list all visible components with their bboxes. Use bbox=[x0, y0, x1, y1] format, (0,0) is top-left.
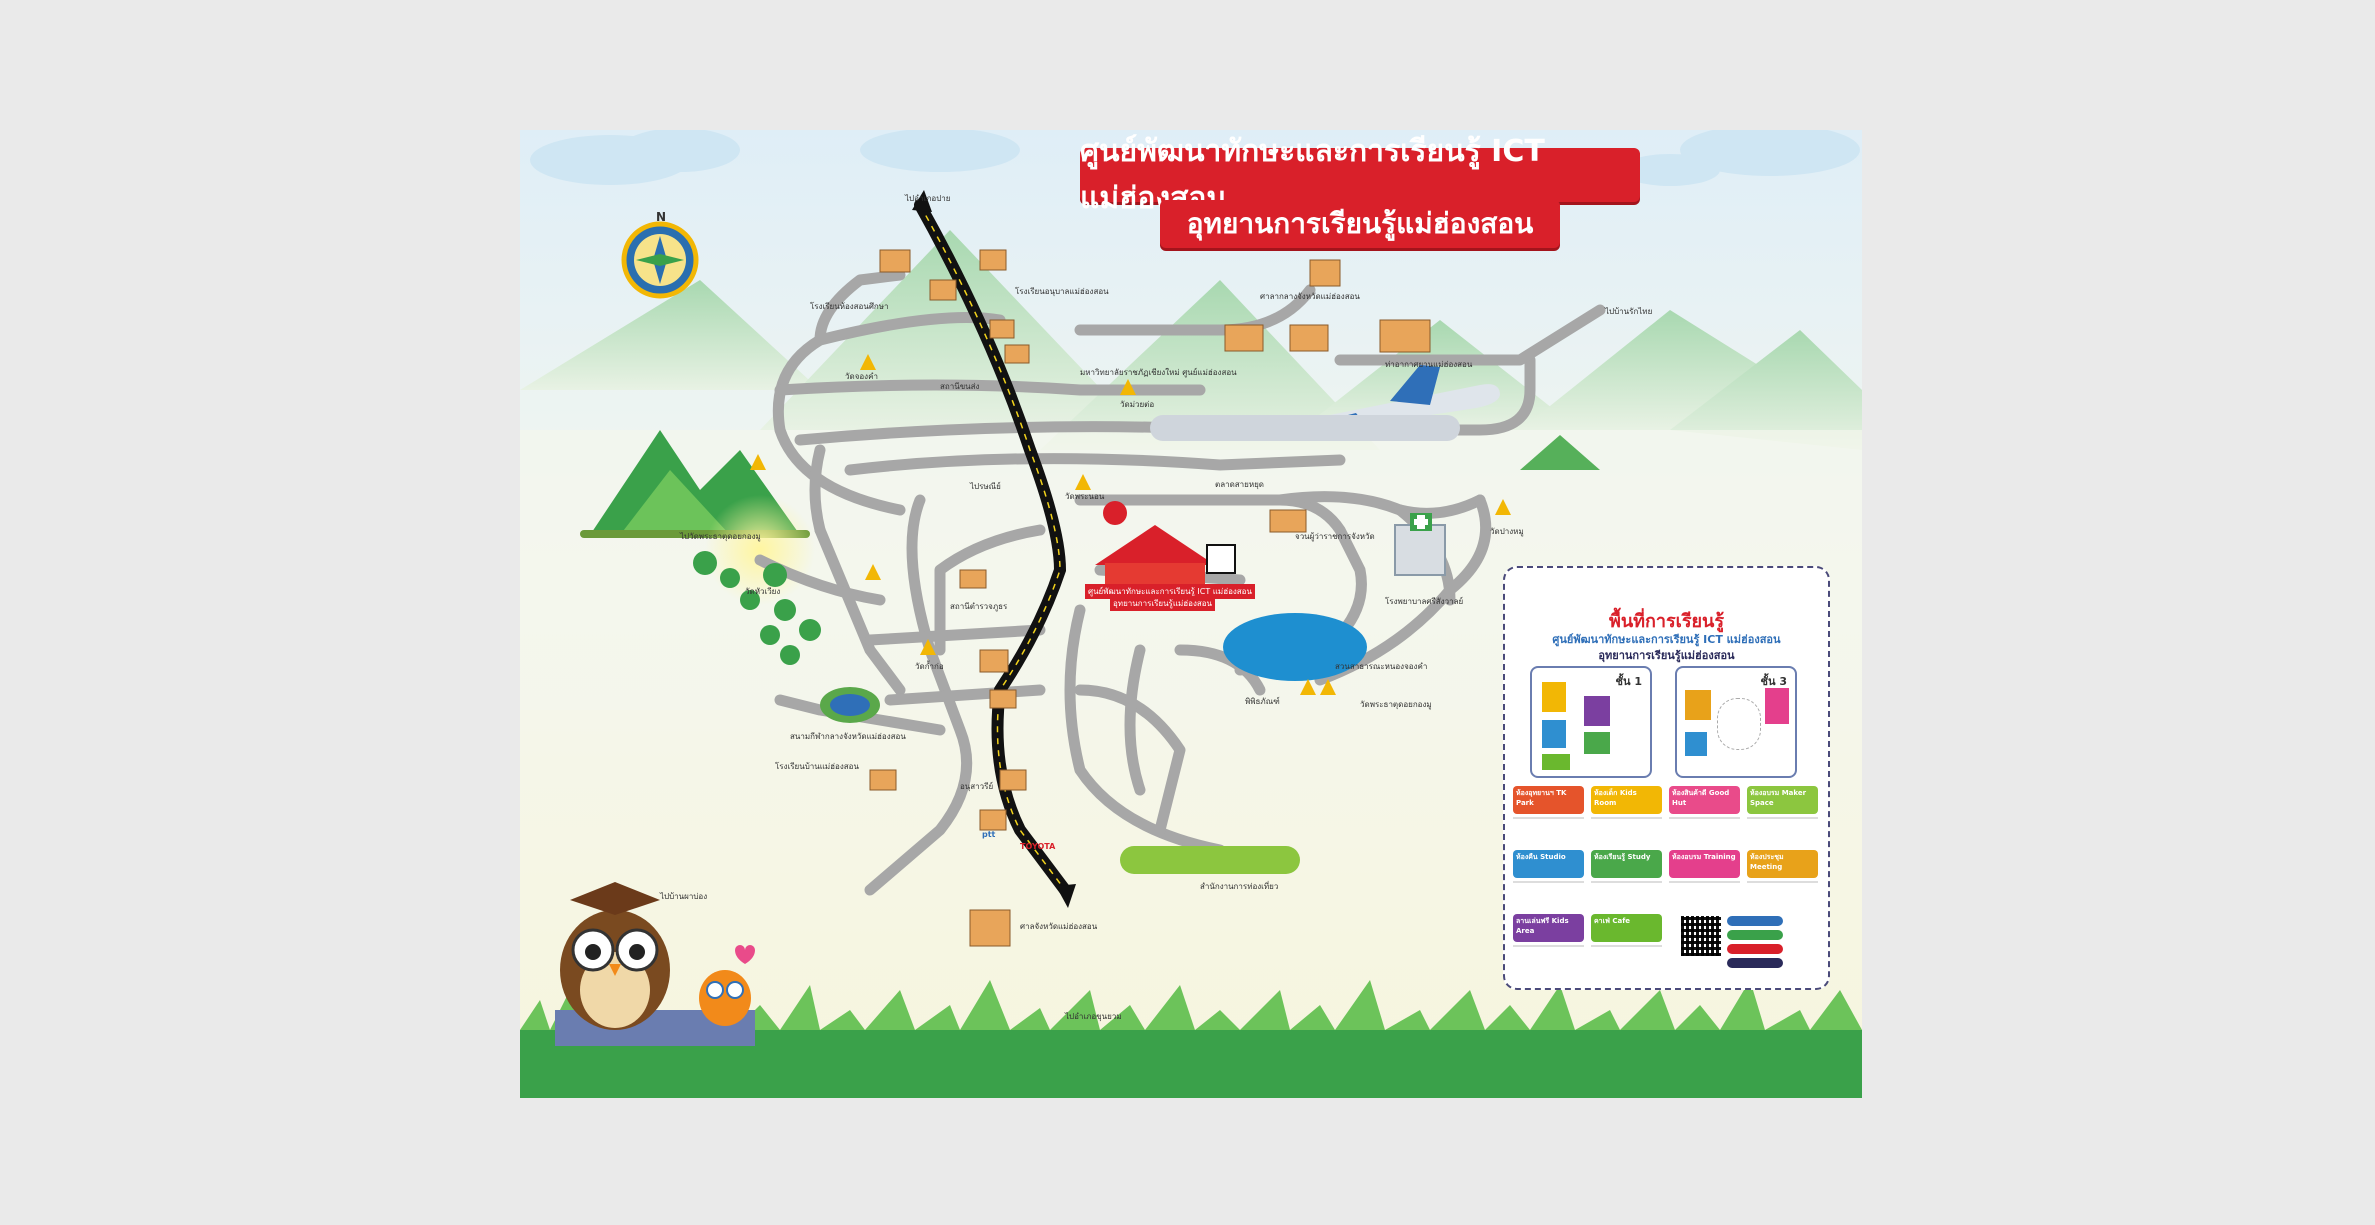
compass-north-label: N bbox=[656, 210, 667, 224]
temple-icons bbox=[750, 354, 1511, 695]
legend-heading: พื้นที่การเรียนรู้ bbox=[1608, 611, 1725, 632]
main-highway bbox=[912, 190, 1076, 908]
legend-tile: ห้องประชุม Meeting bbox=[1747, 850, 1818, 878]
label-temple7: วัดปางหมู bbox=[1490, 527, 1524, 536]
legend-tile-divider bbox=[1513, 881, 1584, 883]
label-school2: โรงเรียนอนุบาลแม่ฮ่องสอน bbox=[1015, 287, 1109, 296]
label-ptt: ptt bbox=[982, 830, 996, 839]
floor1-plan: ชั้น 1 bbox=[1530, 666, 1652, 778]
label-toyota: TOYOTA bbox=[1020, 842, 1056, 851]
owl-mascot bbox=[555, 882, 755, 1046]
label-residence: จวนผู้ว่าราชการจังหวัด bbox=[1295, 532, 1375, 541]
legend-tile: ห้องอบรม Maker Space bbox=[1747, 786, 1818, 814]
label-university: มหาวิทยาลัยราชภัฏเชียงใหม่ ศูนย์แม่ฮ่องส… bbox=[1080, 368, 1237, 377]
legend-tile-divider bbox=[1591, 881, 1662, 883]
label-airport: ท่าอากาศยานแม่ฮ่องสอน bbox=[1385, 360, 1473, 369]
legend-tile-divider bbox=[1669, 817, 1740, 819]
title-banner-line2: อุทยานการเรียนรู้แม่ฮ่องสอน bbox=[1160, 200, 1560, 248]
label-stadium: สนามกีฬากลางจังหวัดแม่ฮ่องสอน bbox=[790, 732, 906, 741]
hospital-building bbox=[1394, 513, 1446, 576]
legend-tile-divider bbox=[1747, 817, 1818, 819]
legend-tile-divider bbox=[1747, 881, 1818, 883]
label-temple1: วัดพระธาตุดอยกองมู bbox=[1360, 700, 1432, 709]
floor1-label: ชั้น 1 bbox=[1615, 675, 1642, 688]
label-temple4: วัดก้ำก่อ bbox=[915, 662, 944, 671]
clouds bbox=[530, 130, 1860, 186]
legend-subheading1: ศูนย์พัฒนาทักษะและการเรียนรู้ ICT แม่ฮ่อ… bbox=[1552, 633, 1781, 646]
social-youtube bbox=[1727, 944, 1783, 954]
legend-tile: คาเฟ่ Cafe bbox=[1591, 914, 1662, 942]
label-market: ตลาดสายหยุด bbox=[1215, 480, 1265, 489]
lake bbox=[1223, 613, 1367, 681]
legend-tile-divider bbox=[1513, 817, 1584, 819]
legend-tile-divider bbox=[1513, 945, 1584, 947]
legend-tile-divider bbox=[1591, 817, 1662, 819]
label-hospital: โรงพยาบาลศรีสังวาลย์ bbox=[1385, 597, 1464, 606]
label-center: ศูนย์พัฒนาทักษะและการเรียนรู้ ICT แม่ฮ่อ… bbox=[1085, 584, 1255, 599]
label-school1: โรงเรียนห้องสอนศึกษา bbox=[810, 302, 889, 311]
legend-tile: ห้องเรียนรู้ Study bbox=[1591, 850, 1662, 878]
legend-tile: ห้องอุทยานฯ TK Park bbox=[1513, 786, 1584, 814]
social-line bbox=[1727, 930, 1783, 940]
stadium bbox=[820, 687, 880, 723]
floor3-label: ชั้น 3 bbox=[1760, 675, 1787, 688]
grass bbox=[520, 980, 1862, 1098]
label-temple2: วัดจองคำ bbox=[845, 372, 878, 381]
social-website bbox=[1727, 958, 1783, 968]
label-school3: โรงเรียนบ้านแม่ฮ่องสอน bbox=[775, 762, 859, 771]
label-to-ban-pabong: ไปบ้านผาบ่อง bbox=[660, 892, 708, 901]
legend-tile: ห้องสินค้าดี Good Hut bbox=[1669, 786, 1740, 814]
label-courthouse: ศาลจังหวัดแม่ฮ่องสอน bbox=[1020, 922, 1098, 931]
right-hill bbox=[1520, 435, 1600, 470]
park bbox=[1120, 846, 1300, 874]
legend-tile: ห้องอบรม Training bbox=[1669, 850, 1740, 878]
legend-tile: ห้องคืน Studio bbox=[1513, 850, 1584, 878]
label-police: สถานีตำรวจภูธร bbox=[950, 602, 1008, 611]
legend-subheading2: อุทยานการเรียนรู้แม่ฮ่องสอน bbox=[1598, 649, 1735, 662]
buildings bbox=[869, 249, 1431, 947]
compass-rose bbox=[621, 221, 699, 299]
label-temple5: วัดพระนอน bbox=[1065, 492, 1105, 501]
label-to-doi-kongmu: ไปวัดพระธาตุดอยกองมู bbox=[680, 532, 761, 541]
legend-tile: ลานเล่นฟรี Kids Area bbox=[1513, 914, 1584, 942]
qr-code bbox=[1681, 916, 1721, 956]
legend-tile: ห้องเด็ก Kids Room bbox=[1591, 786, 1662, 814]
label-monument: อนุสาวรีย์ bbox=[960, 782, 994, 791]
label-temple6: วัดม่วยต่อ bbox=[1120, 400, 1155, 409]
label-museum: พิพิธภัณฑ์ bbox=[1245, 697, 1280, 706]
label-to-pai: ไปอำเภอปาย bbox=[905, 194, 951, 203]
label-lake: สวนสาธารณะหนองจองคำ bbox=[1335, 662, 1428, 671]
label-temple3: วัดหัวเวียง bbox=[745, 587, 781, 596]
label-to-khunyuam: ไปอำเภอขุนยวม bbox=[1065, 1012, 1122, 1021]
runway bbox=[1150, 415, 1460, 441]
floor3-plan: ชั้น 3 bbox=[1675, 666, 1797, 778]
legend-tile-divider bbox=[1669, 881, 1740, 883]
mountains bbox=[520, 230, 1862, 450]
label-post: ไปรษณีย์ bbox=[970, 482, 1001, 491]
label-to-ban-raktai: ไปบ้านรักไทย bbox=[1605, 307, 1653, 316]
title-banner-line1: ศูนย์พัฒนาทักษะและการเรียนรู้ ICT แม่ฮ่อ… bbox=[1080, 134, 1640, 216]
label-center-sub: อุทยานการเรียนรู้แม่ฮ่องสอน bbox=[1110, 596, 1216, 611]
label-bus: สถานีขนส่ง bbox=[940, 382, 980, 391]
legend-tile-divider bbox=[1591, 945, 1662, 947]
social-facebook bbox=[1727, 916, 1783, 926]
learning-area-legend: พื้นที่การเรียนรู้ ศูนย์พัฒนาทักษะและการ… bbox=[1503, 566, 1830, 990]
label-tourism: สำนักงานการท่องเที่ยว bbox=[1200, 882, 1279, 891]
map-poster: ศูนย์พัฒนาทักษะและการเรียนรู้ ICT แม่ฮ่อ… bbox=[520, 130, 1862, 1098]
trees bbox=[693, 551, 821, 665]
label-city-hall: ศาลากลางจังหวัดแม่ฮ่องสอน bbox=[1260, 292, 1360, 301]
